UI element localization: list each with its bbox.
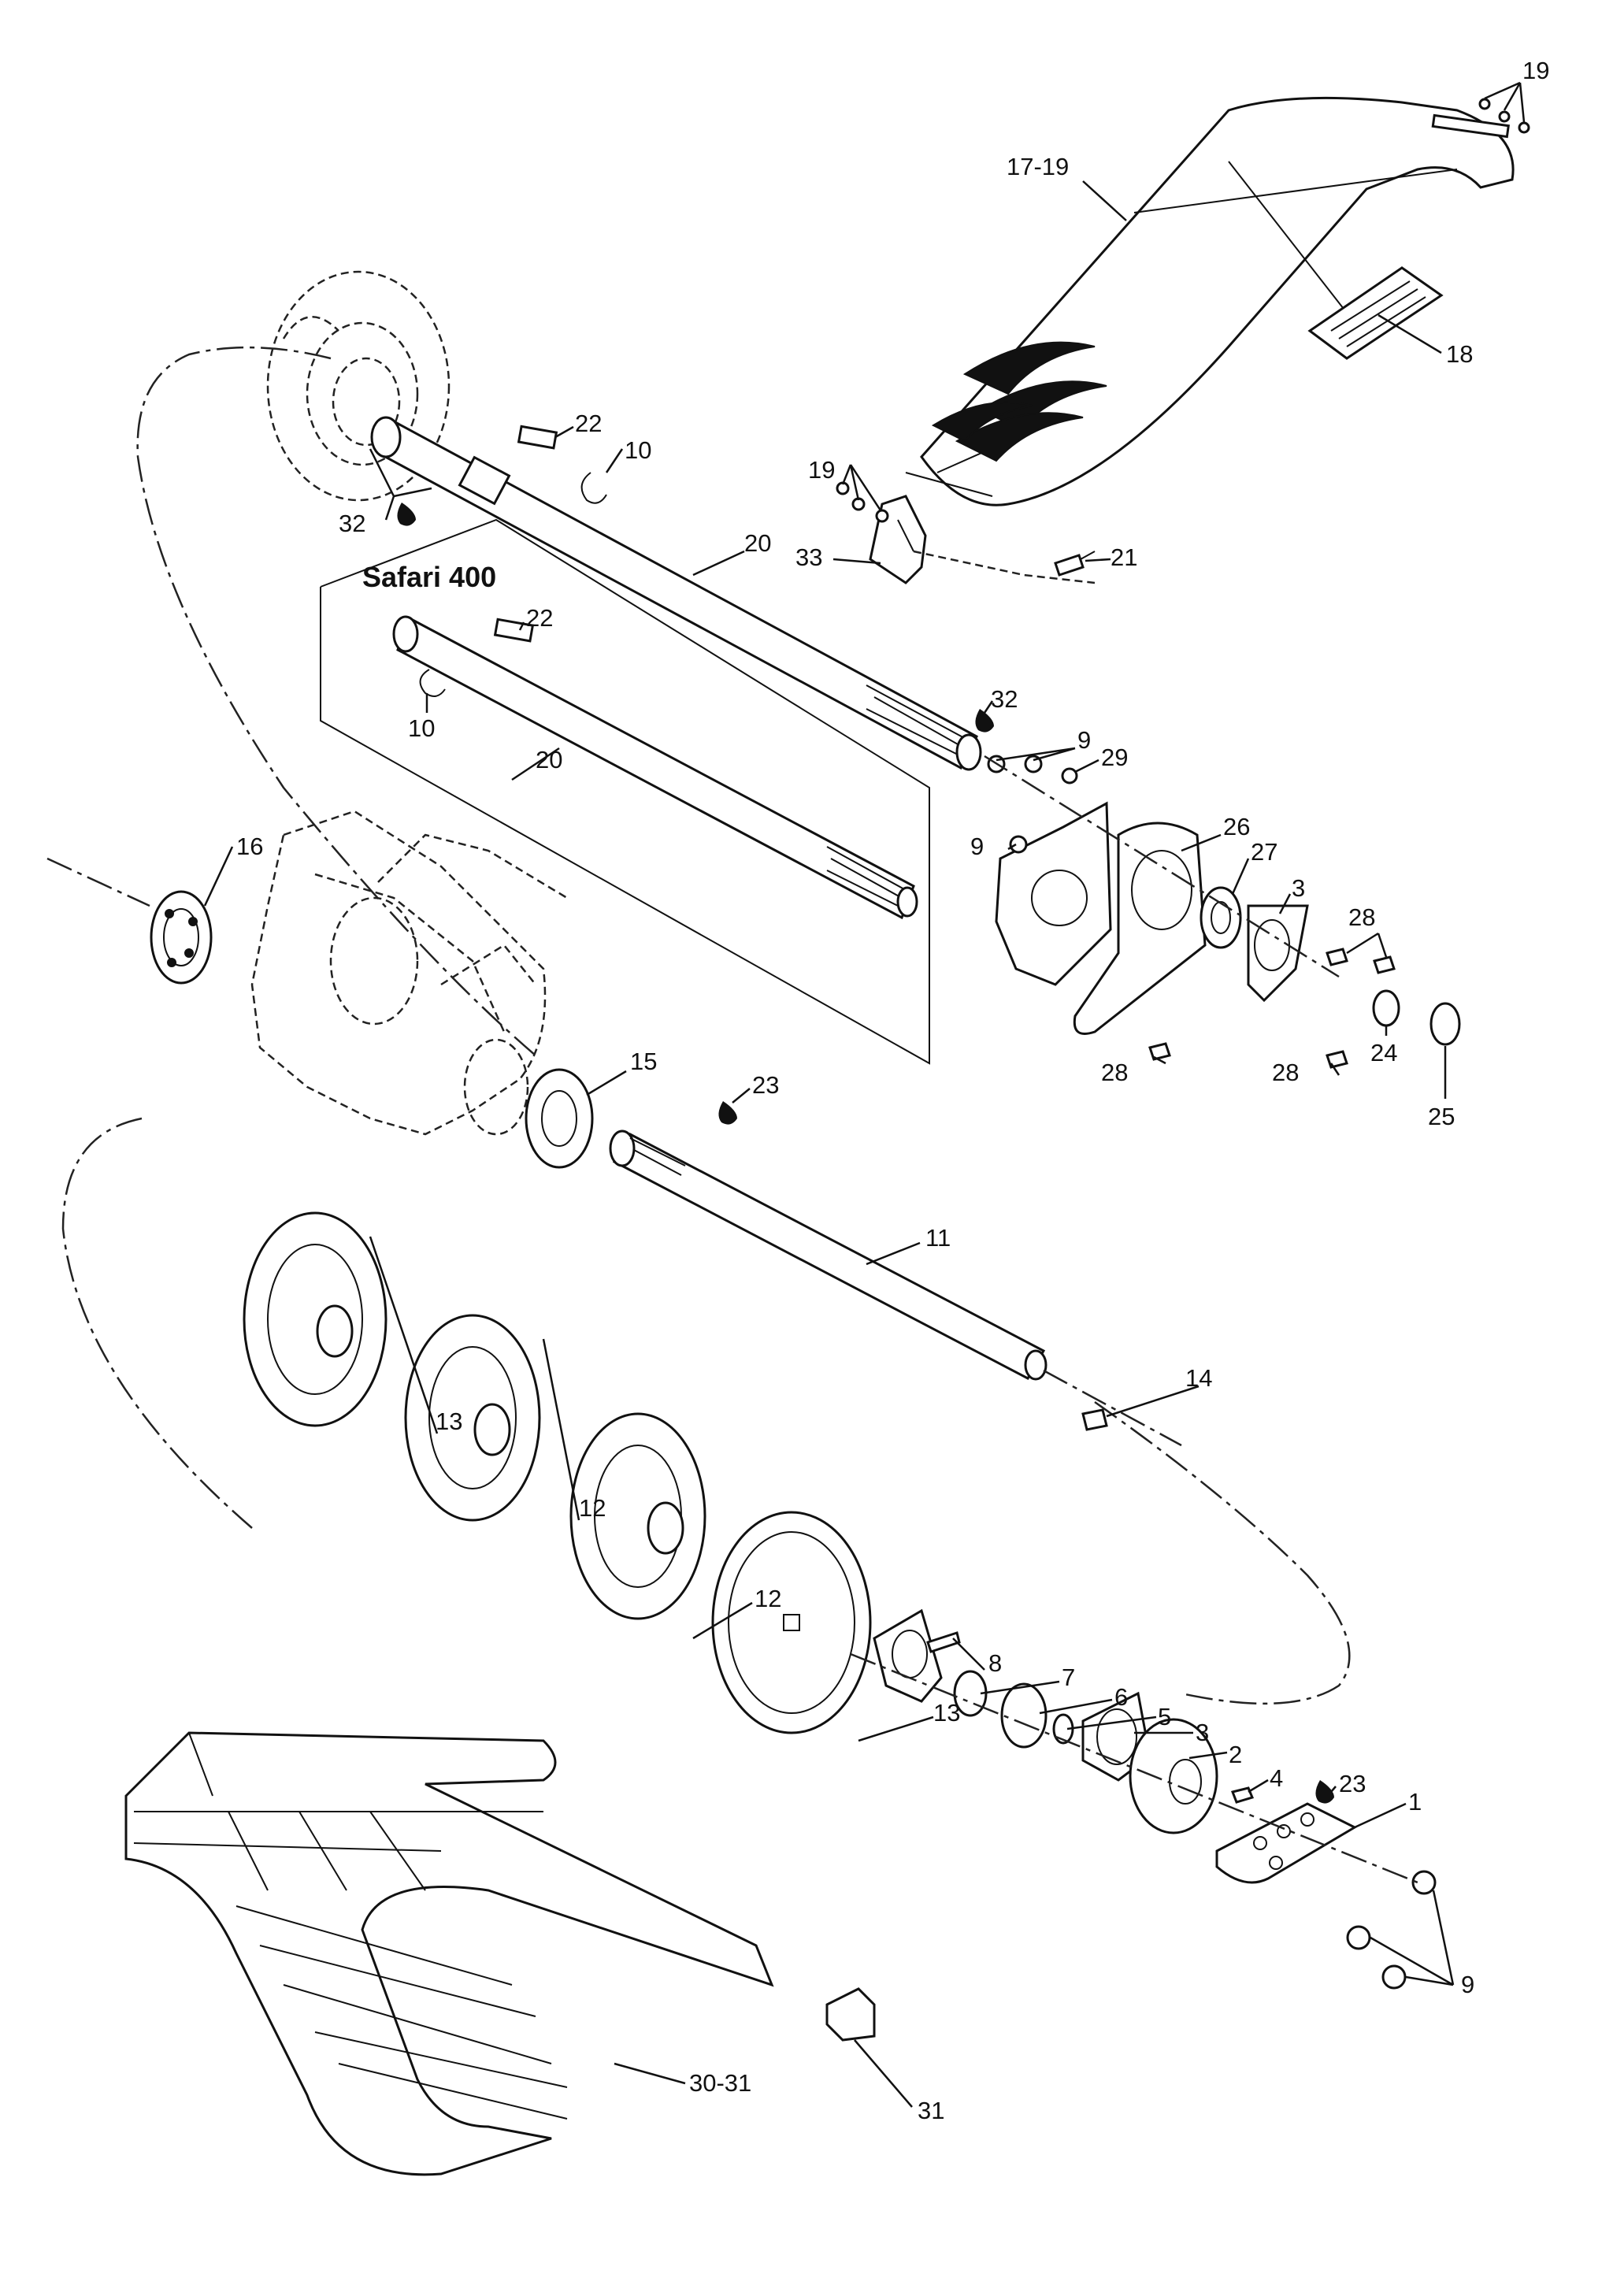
callout-9: 9: [970, 833, 984, 860]
bearing-plate-left: [995, 801, 1112, 986]
chaincase-housing-hidden: [250, 810, 568, 1136]
drive-axle-11: [609, 1129, 1048, 1381]
nut-9-upper-b: [1024, 755, 1043, 773]
chain-loop-right: [1094, 1400, 1351, 1705]
callout-21: 21: [1111, 543, 1137, 571]
callout-23: 23: [752, 1071, 779, 1099]
callout-19: 19: [808, 456, 835, 484]
chain-loop-lower: [61, 1117, 253, 1529]
bearing-cap-2: [1129, 1718, 1218, 1834]
callout-32: 32: [991, 685, 1018, 713]
callout-28: 28: [1272, 1059, 1299, 1086]
callout-11: 11: [925, 1224, 951, 1252]
variant-box-outline: [320, 518, 930, 1065]
key-22-top: [517, 425, 558, 450]
bearing-6: [1000, 1682, 1048, 1749]
callout-12: 12: [755, 1585, 781, 1612]
fitting-4: [1230, 1786, 1255, 1804]
washer-29: [1061, 767, 1078, 784]
nut-9-lower-a: [1411, 1870, 1437, 1895]
callout-1: 1: [1408, 1788, 1422, 1816]
callout-22: 22: [575, 410, 602, 437]
lubricant-drop-23-lower: [1315, 1780, 1334, 1804]
sprocket-13-left: [243, 1211, 387, 1427]
bearing-16: [150, 890, 213, 985]
bearing-27: [1200, 886, 1242, 949]
countershaft-20: [370, 416, 982, 771]
callout-33: 33: [795, 543, 822, 571]
bolts-28-right: [1148, 948, 1396, 1069]
nut-9-lower-b: [1346, 1925, 1371, 1950]
rivet-21: [1054, 551, 1096, 577]
lubricant-drop-32-top: [397, 503, 416, 526]
clip-31: [825, 1987, 876, 2042]
lubricant-drop-32-right: [975, 709, 994, 733]
variant-box-title: Safari 400: [362, 561, 496, 593]
callout-25: 25: [1428, 1103, 1455, 1130]
label-decal-18: [1307, 266, 1444, 360]
callout-27: 27: [1251, 838, 1277, 866]
spacer-15: [525, 1068, 594, 1169]
callout-13: 13: [933, 1699, 960, 1727]
callout-29: 29: [1101, 744, 1128, 771]
ring-25: [1429, 1002, 1461, 1046]
bracket-33: [869, 495, 927, 584]
callout-10: 10: [625, 436, 651, 464]
insert-14: [1081, 1408, 1108, 1431]
nut-9-lower-c: [1381, 1964, 1407, 1990]
callout-32: 32: [339, 510, 365, 537]
callout-23: 23: [1339, 1770, 1366, 1797]
washer-24: [1372, 989, 1400, 1027]
callout-8: 8: [988, 1649, 1002, 1677]
sprocket-12-a: [404, 1314, 541, 1522]
circlip-10-safari: [419, 669, 446, 697]
nut-9-left: [1009, 835, 1028, 854]
chain-guard-cover: [905, 96, 1530, 506]
circlip-10-top: [580, 472, 607, 504]
chain-loop-upper: [136, 346, 536, 1056]
flange-3-upper: [1247, 904, 1309, 1003]
callout-28: 28: [1348, 903, 1375, 931]
callout-24: 24: [1370, 1039, 1397, 1066]
driven-pulley-hidden: [266, 270, 451, 502]
countershaft-20-safari: [392, 615, 918, 920]
callout-6: 6: [1114, 1683, 1128, 1711]
bracket-1: [1215, 1802, 1358, 1884]
callout-20: 20: [536, 746, 562, 773]
callout-10: 10: [408, 714, 435, 742]
callout-31: 31: [918, 2097, 944, 2124]
callout-13: 13: [436, 1408, 462, 1435]
callout-18: 18: [1446, 340, 1473, 368]
callout-3: 3: [1196, 1719, 1209, 1746]
callout-9: 9: [1077, 726, 1091, 754]
callout-15: 15: [630, 1048, 657, 1075]
callout-2: 2: [1229, 1741, 1242, 1768]
callout-17-19: 17-19: [1007, 153, 1069, 180]
callout-7: 7: [1062, 1664, 1075, 1691]
callout-19: 19: [1522, 57, 1549, 84]
stud-8: [926, 1631, 961, 1653]
callout-20: 20: [744, 529, 771, 557]
sprocket-13-right: [711, 1511, 872, 1734]
callout-5: 5: [1158, 1703, 1171, 1730]
callout-28: 28: [1101, 1059, 1128, 1086]
callout-14: 14: [1185, 1364, 1212, 1392]
callout-12: 12: [579, 1494, 606, 1522]
callout-22: 22: [526, 604, 553, 632]
nuts-19-left: [836, 481, 889, 523]
callout-30-31: 30-31: [689, 2069, 751, 2097]
leader-lines: [203, 81, 1526, 2108]
sprocket-12-b: [569, 1412, 706, 1620]
lubricant-drop-23-upper: [718, 1101, 737, 1125]
callout-26: 26: [1223, 813, 1250, 840]
track-30-31: [124, 1731, 774, 2176]
callout-9: 9: [1461, 1971, 1474, 1998]
callout-4: 4: [1270, 1764, 1283, 1792]
callout-3: 3: [1292, 874, 1305, 902]
bearing-plate-lower: [873, 1608, 943, 1703]
callout-16: 16: [236, 833, 263, 860]
